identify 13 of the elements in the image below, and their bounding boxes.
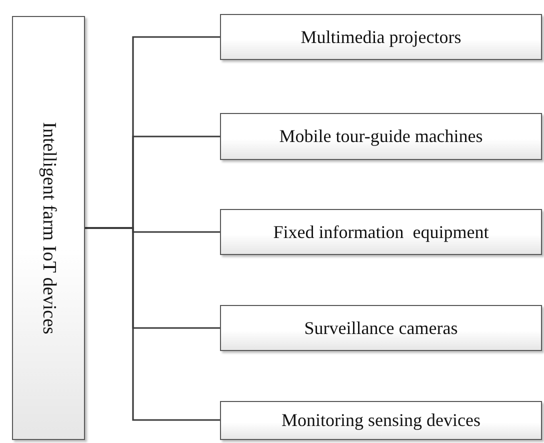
device-box [220, 401, 542, 440]
connector-line [85, 227, 220, 421]
box-label: Surveillance cameras [304, 318, 458, 338]
device-box [220, 113, 542, 160]
device-box [220, 209, 542, 255]
box-label: Monitoring sensing devices [282, 410, 480, 431]
box-label: Multimedia projectors [300, 26, 462, 48]
box-label: Mobile tour-guide machines [279, 126, 483, 147]
box-label: Intelligent farm IoT devices [38, 122, 60, 334]
box-label: Fixed information equipment [273, 222, 489, 242]
device-box [12, 16, 85, 440]
device-box [220, 14, 542, 60]
device-box [220, 305, 542, 351]
